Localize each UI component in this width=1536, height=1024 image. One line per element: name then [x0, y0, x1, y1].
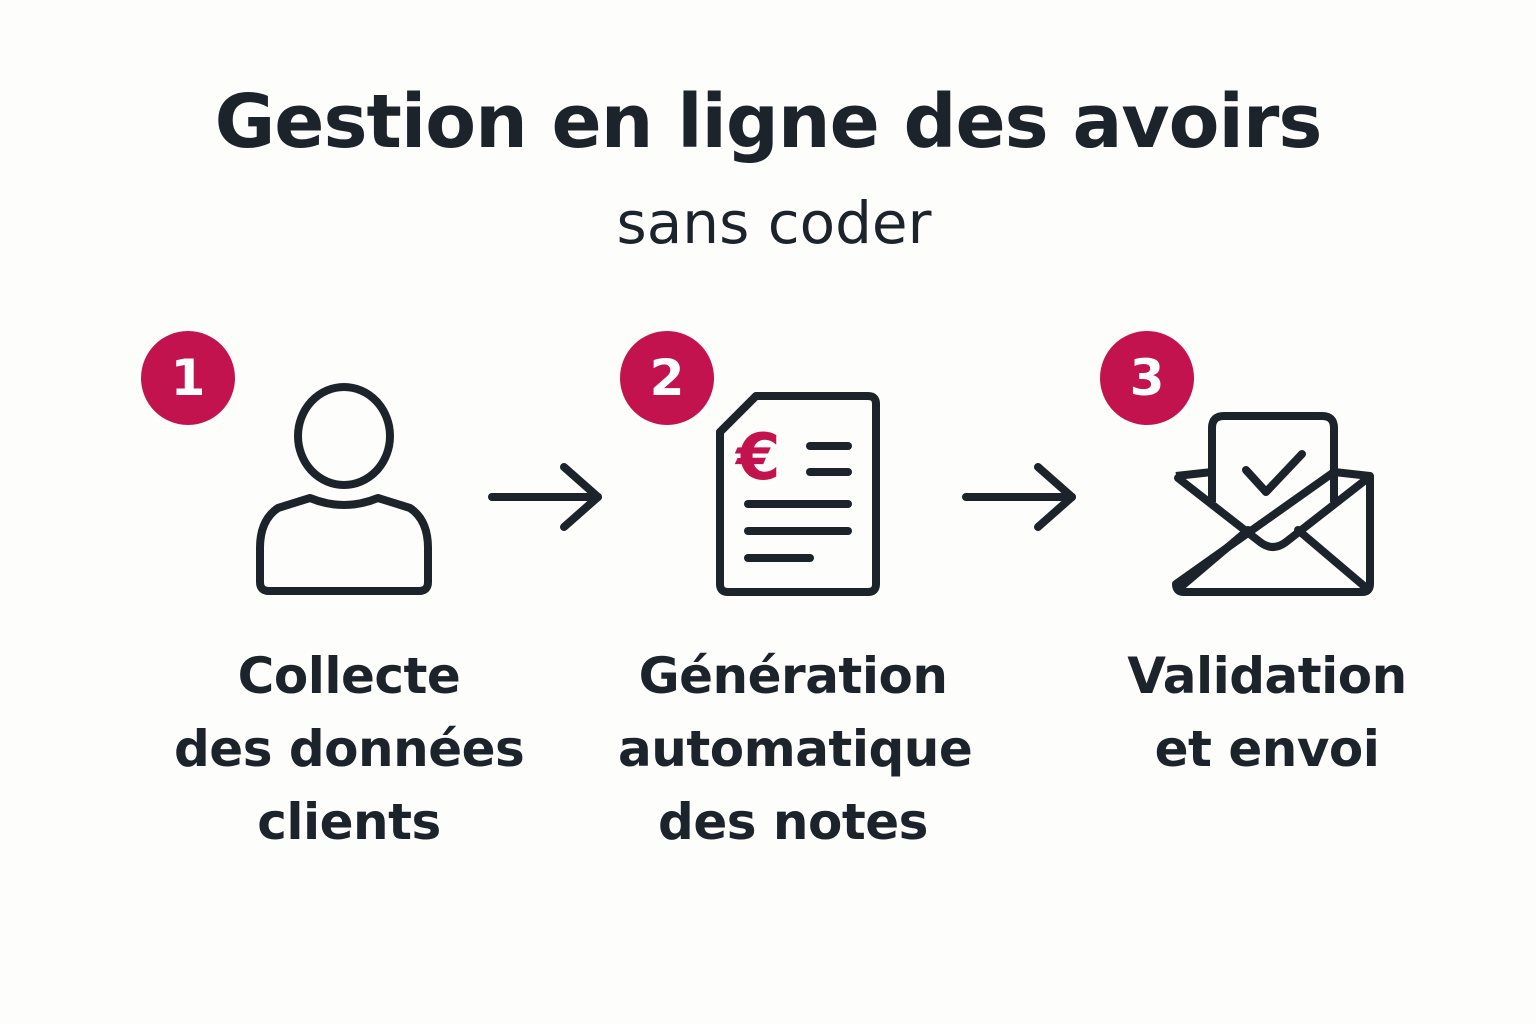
- step-label-line: automatique: [618, 720, 973, 778]
- step-label-line: Validation: [1127, 647, 1407, 705]
- envelope-check-icon: [1172, 412, 1374, 596]
- step-label-line: des notes: [658, 793, 928, 851]
- step-label-line: Génération: [638, 647, 948, 705]
- step-label-line: et envoi: [1154, 720, 1380, 778]
- step-number-badge: 2: [620, 331, 714, 425]
- step-number-badge: 1: [141, 331, 235, 425]
- arrow-right-icon: [488, 463, 602, 531]
- step-number-badge: 3: [1100, 331, 1194, 425]
- step-label-line: des données: [174, 720, 525, 778]
- step-label-line: Collecte: [237, 647, 461, 705]
- step-label: Validation et envoi: [1092, 640, 1442, 786]
- step-label: Collecte des données clients: [174, 640, 525, 859]
- step-label: Génération automatique des notes: [618, 640, 973, 859]
- arrow-right-icon: [962, 463, 1076, 531]
- invoice-document-icon: [716, 392, 880, 596]
- euro-symbol: €: [736, 421, 781, 495]
- page-subtitle: sans coder: [616, 189, 932, 257]
- step-label-line: clients: [257, 793, 441, 851]
- page-title: Gestion en ligne des avoirs: [214, 79, 1323, 165]
- person-icon: [256, 383, 432, 595]
